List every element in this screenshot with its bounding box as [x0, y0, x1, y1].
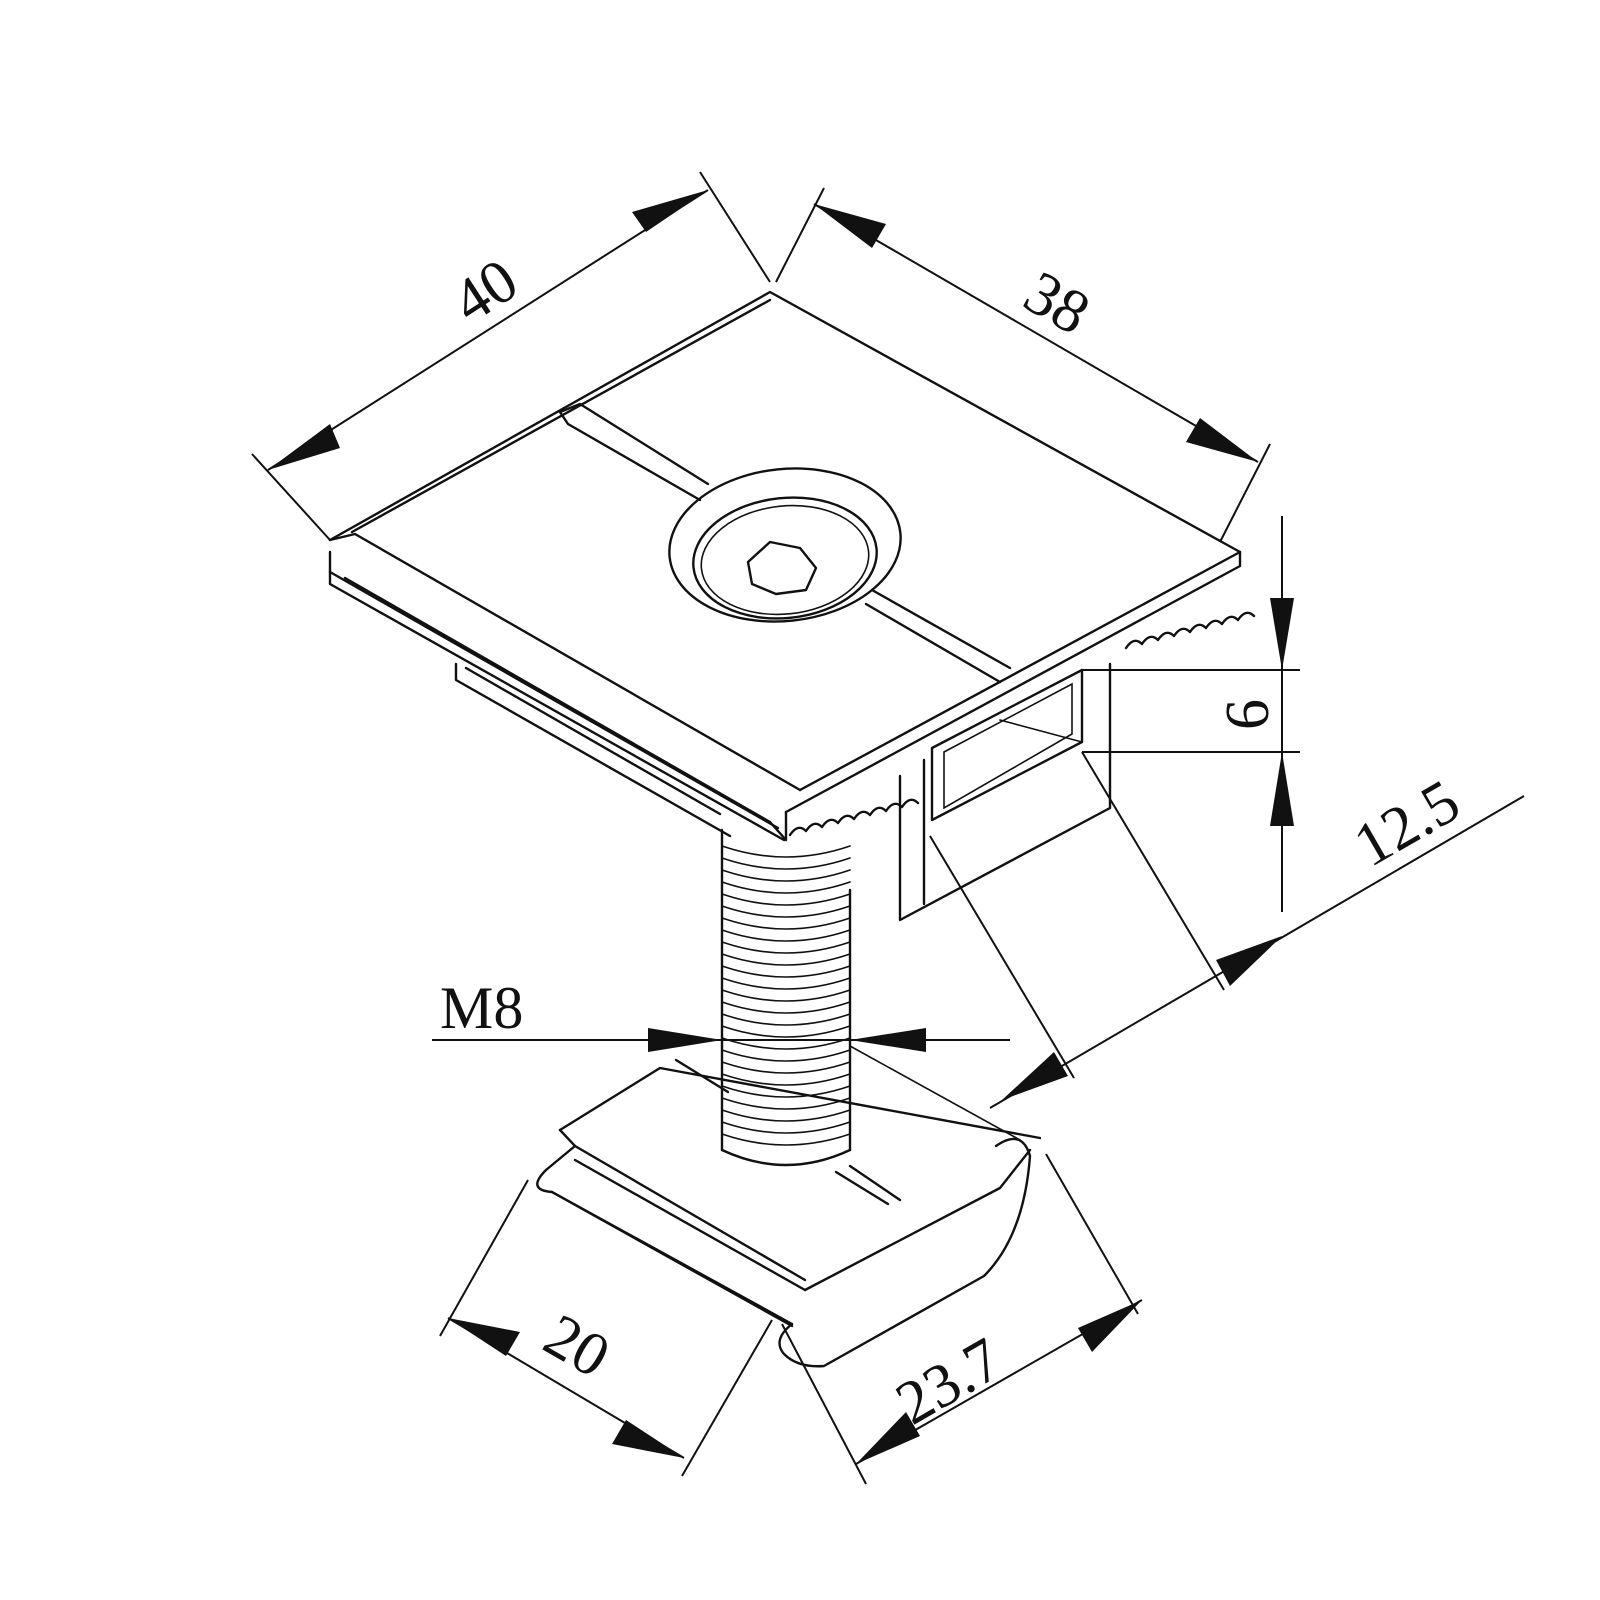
- thread-line: [721, 1025, 851, 1038]
- dimension-38: 38: [775, 187, 1271, 543]
- thread-line: [721, 929, 851, 942]
- thread-line: [721, 881, 851, 894]
- thread-line: [721, 1013, 851, 1026]
- slot-body: [898, 662, 1112, 922]
- thread-line: [721, 1073, 851, 1086]
- thread-line: [721, 1097, 851, 1110]
- thread-line: [721, 905, 851, 918]
- thread-line: [721, 917, 851, 930]
- thread-line: [721, 977, 851, 990]
- thread-line: [721, 869, 851, 882]
- front-serration: [788, 798, 920, 837]
- dim-38-label: 38: [1013, 258, 1101, 348]
- thread-line: [721, 1049, 851, 1062]
- thread-line: [721, 941, 851, 954]
- bolt-head: [668, 467, 902, 623]
- dimension-40: 40: [251, 171, 771, 541]
- thread-line: [721, 1061, 851, 1074]
- dim-12-5-label: 12.5: [1343, 767, 1471, 880]
- dim-m8-label: M8: [440, 975, 523, 1041]
- dimension-12-5: 12.5: [929, 751, 1525, 1109]
- right-serration: [1124, 611, 1256, 650]
- thread-line: [721, 1037, 851, 1050]
- top-plate: [328, 290, 1242, 842]
- thread-line: [721, 893, 851, 906]
- thread-line: [721, 1133, 851, 1146]
- threaded-shaft: [720, 828, 852, 1167]
- thread-line: [721, 953, 851, 966]
- thread-line: [721, 1085, 851, 1098]
- dim-20-label: 20: [533, 1301, 621, 1391]
- t-nut: [536, 1045, 1042, 1368]
- thread-line: [721, 1109, 851, 1122]
- thread-line: [721, 857, 851, 870]
- thread-line: [721, 965, 851, 978]
- dimension-20: 20: [439, 1179, 773, 1477]
- thread-line: [721, 989, 851, 1002]
- hex-socket-icon: [746, 540, 818, 596]
- dimension-m8: M8: [432, 975, 1010, 1052]
- dimension-23-7: 23.7: [781, 1153, 1143, 1485]
- dim-40-label: 40: [441, 246, 530, 337]
- thread-line: [721, 1121, 851, 1134]
- thread-line: [721, 1001, 851, 1014]
- thread-line: [721, 845, 851, 858]
- dimension-6: 6: [1082, 516, 1300, 912]
- dim-6-label: 6: [1214, 699, 1282, 730]
